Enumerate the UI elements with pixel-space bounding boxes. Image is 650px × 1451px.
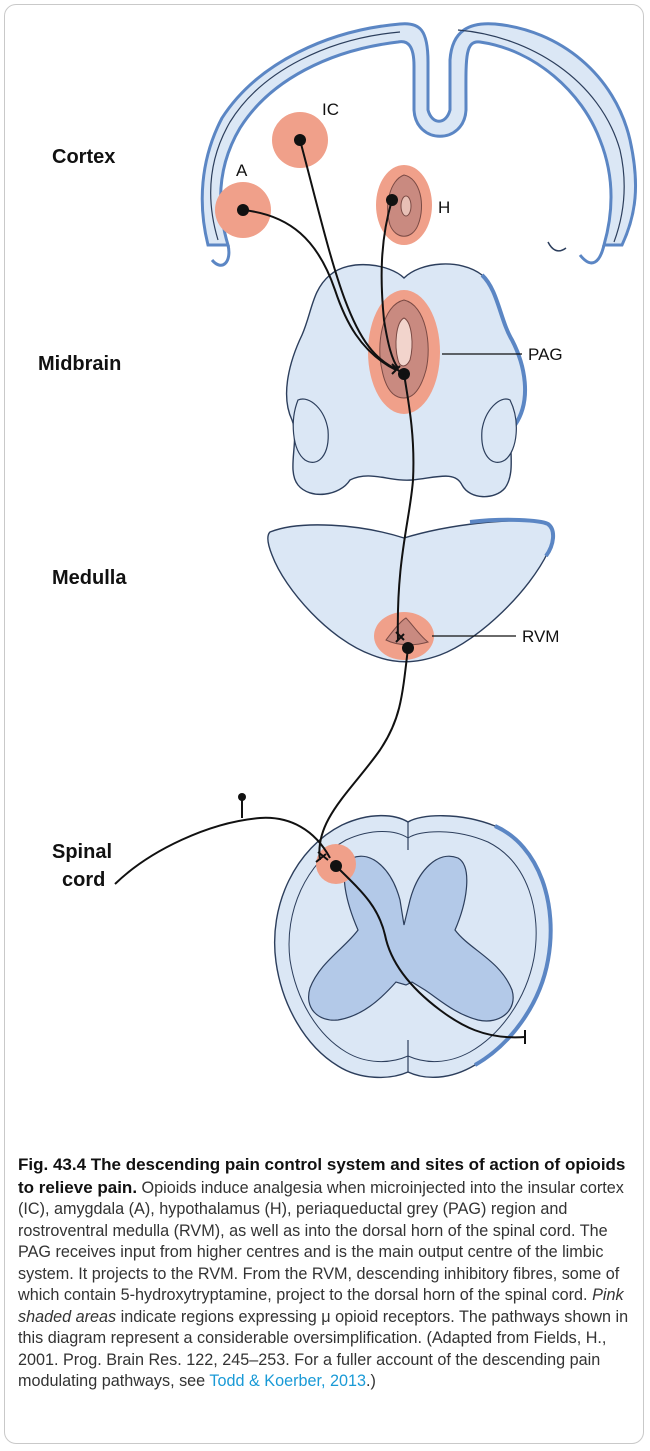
medulla-label: Medulla bbox=[52, 567, 127, 589]
h-label: H bbox=[438, 198, 450, 217]
ic-label: IC bbox=[322, 100, 339, 119]
rvm-label: RVM bbox=[522, 627, 559, 646]
descending-pathways bbox=[243, 140, 413, 862]
caption-text-3: .) bbox=[366, 1372, 376, 1390]
cortex-section: IC A H bbox=[202, 24, 635, 266]
cord-label: cord bbox=[62, 869, 105, 891]
reference-link[interactable]: Todd & Koerber, 2013 bbox=[209, 1372, 366, 1390]
figure-caption: Fig. 43.4 The descending pain control sy… bbox=[18, 1154, 632, 1393]
spinal-cord-section bbox=[115, 793, 551, 1077]
medulla-section: RVM bbox=[268, 520, 560, 662]
cortex-label: Cortex bbox=[52, 146, 115, 168]
pag-label: PAG bbox=[528, 345, 563, 364]
a-label: A bbox=[236, 161, 248, 180]
midbrain-section: PAG bbox=[287, 264, 563, 497]
pain-pathway-diagram: IC A H PAG RVM bbox=[0, 0, 650, 1150]
midbrain-label: Midbrain bbox=[38, 353, 121, 375]
spinal-label: Spinal bbox=[52, 841, 112, 863]
caption-text-1: Opioids induce analgesia when microinjec… bbox=[18, 1179, 624, 1305]
